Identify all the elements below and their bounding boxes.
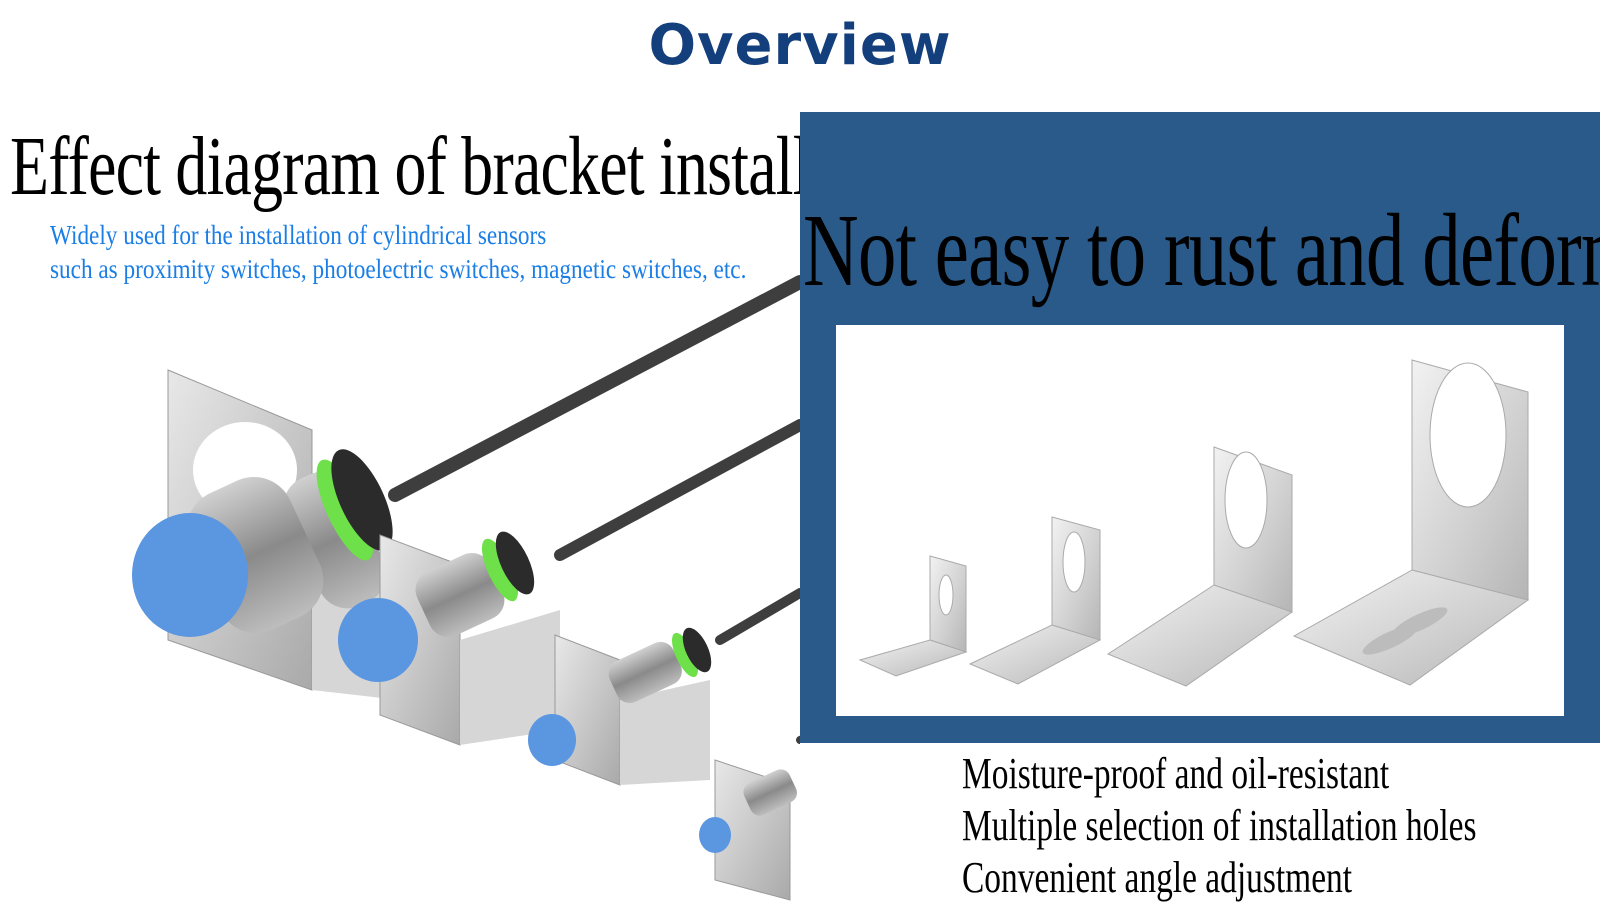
subtitle-line: such as proximity switches, photoelectri… [50,254,747,284]
l-bracket-set-photo-icon [858,359,1530,687]
subtitle-line: Widely used for the installation of cyli… [50,220,547,250]
page-title: Overview [648,13,952,78]
feature-item: Multiple selection of installation holes [962,801,1477,850]
feature-item: Convenient angle adjustment [962,853,1353,902]
sensor-bracket-assembly-illustration-icon [132,275,800,901]
feature-item: Moisture-proof and oil-resistant [962,749,1390,798]
feature-list: Moisture-proof and oil-resistant Multipl… [962,748,1600,904]
product-photo-frame [836,325,1564,716]
section-title-durability: Not easy to rust and deform [803,193,1600,308]
section-subtitle: Widely used for the installation of cyli… [50,218,746,286]
section-title-bracket-installation: Effect diagram of bracket installation [10,120,934,213]
